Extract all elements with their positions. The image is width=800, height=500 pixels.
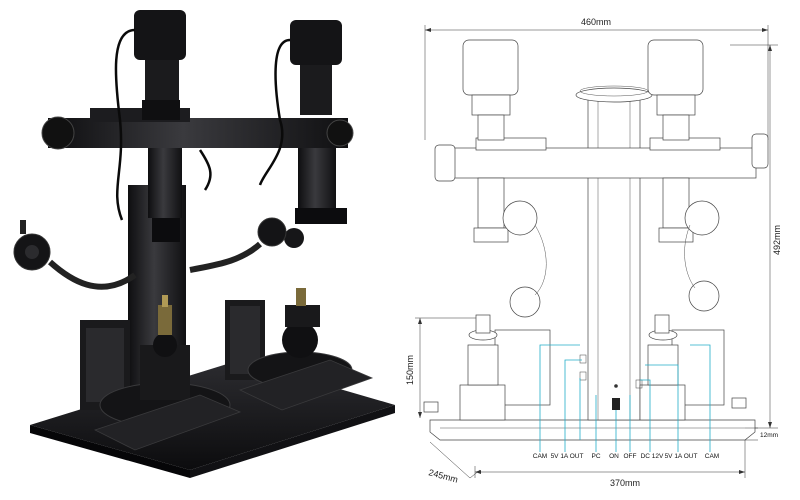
port-label-5v-out-left: 5V 1A OUT: [551, 453, 584, 460]
dimension-width-top-label: 460mm: [581, 17, 611, 27]
port-label-off: OFF: [624, 453, 637, 460]
port-labels: CAM 5V 1A OUT PC ON OFF DC 12V 5V 1A OUT…: [533, 453, 719, 460]
horizontal-arm: [41, 108, 354, 150]
technical-drawing: 460mm 492mm 150mm: [405, 17, 782, 488]
dimension-stage-height: 150mm: [405, 317, 480, 418]
power-switch-icon: [612, 398, 620, 410]
dimension-height-label: 492mm: [772, 225, 782, 255]
port-label-5v-out-right: 5V 1A OUT: [665, 453, 698, 460]
dimension-depth-label: 245mm: [427, 467, 459, 484]
port-label-on: ON: [609, 453, 619, 460]
right-gooseneck-light: [189, 217, 287, 273]
port-label-dc12v: DC 12V: [641, 453, 664, 460]
right-stage: [225, 288, 374, 411]
dimension-width-base: 370mm: [474, 440, 746, 488]
port-label-cam-left: CAM: [533, 453, 547, 460]
control-panel: [579, 354, 643, 410]
cables: [114, 28, 291, 221]
microscope-photo: [13, 10, 395, 478]
left-camera: [134, 10, 186, 242]
dimension-base-thickness: 12mm: [745, 427, 778, 441]
instrument-outline: [423, 39, 769, 441]
dimension-stage-height-label: 150mm: [405, 355, 415, 385]
dimension-depth: 245mm: [427, 441, 481, 485]
right-camera: [284, 20, 347, 248]
left-gooseneck-light: [13, 220, 137, 290]
dimension-height: 492mm: [730, 44, 782, 429]
dimension-width-base-label: 370mm: [610, 478, 640, 488]
port-leader-lines: [539, 344, 711, 452]
left-stage: [80, 295, 242, 451]
port-label-cam-right: CAM: [705, 453, 719, 460]
dimension-width-top: 460mm: [424, 17, 769, 140]
port-label-pc: PC: [591, 453, 600, 460]
dimension-base-thickness-label: 12mm: [760, 432, 778, 439]
